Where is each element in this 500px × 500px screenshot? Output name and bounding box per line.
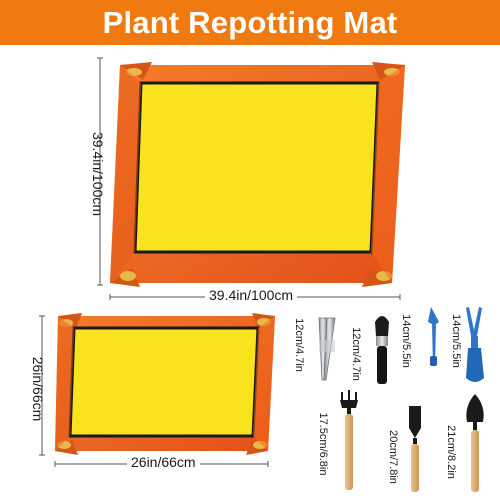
large-mat-height-label: 39.4in/100cm xyxy=(90,131,106,217)
large-mat-height-line xyxy=(97,57,103,286)
brush-icon xyxy=(375,316,389,384)
tweezers-size-label: 12cm/4.7in xyxy=(293,318,305,372)
spatula-size-label: 14cm/5.5in xyxy=(400,314,412,368)
trowel-size-label: 21cm/8.2in xyxy=(445,425,457,479)
rake-icon xyxy=(340,390,358,490)
small-mat-height-label: 26in/66cm xyxy=(30,356,46,422)
large-mat-width-label: 39.4in/100cm xyxy=(205,287,298,303)
page-title: Plant Repotting Mat xyxy=(102,4,398,40)
tweezers-icon xyxy=(318,317,336,381)
blue-spatula-icon xyxy=(428,307,439,366)
brush-size-label: 12cm/4.7in xyxy=(350,327,362,381)
rake-size-label: 17.5cm/6.8in xyxy=(317,412,329,476)
fork-scoop-size-label: 14cm/5.5in xyxy=(450,314,462,368)
title-banner: Plant Repotting Mat xyxy=(0,0,500,45)
trowel-icon xyxy=(466,394,484,492)
large-mat xyxy=(110,62,405,287)
small-mat-height-line xyxy=(39,315,45,456)
small-mat xyxy=(55,313,275,455)
spade-size-label: 20cm/7.8in xyxy=(387,430,399,484)
blue-fork-scoop-icon xyxy=(466,307,484,382)
spade-icon xyxy=(409,406,421,492)
small-mat-width-label: 26in/66cm xyxy=(127,454,200,470)
